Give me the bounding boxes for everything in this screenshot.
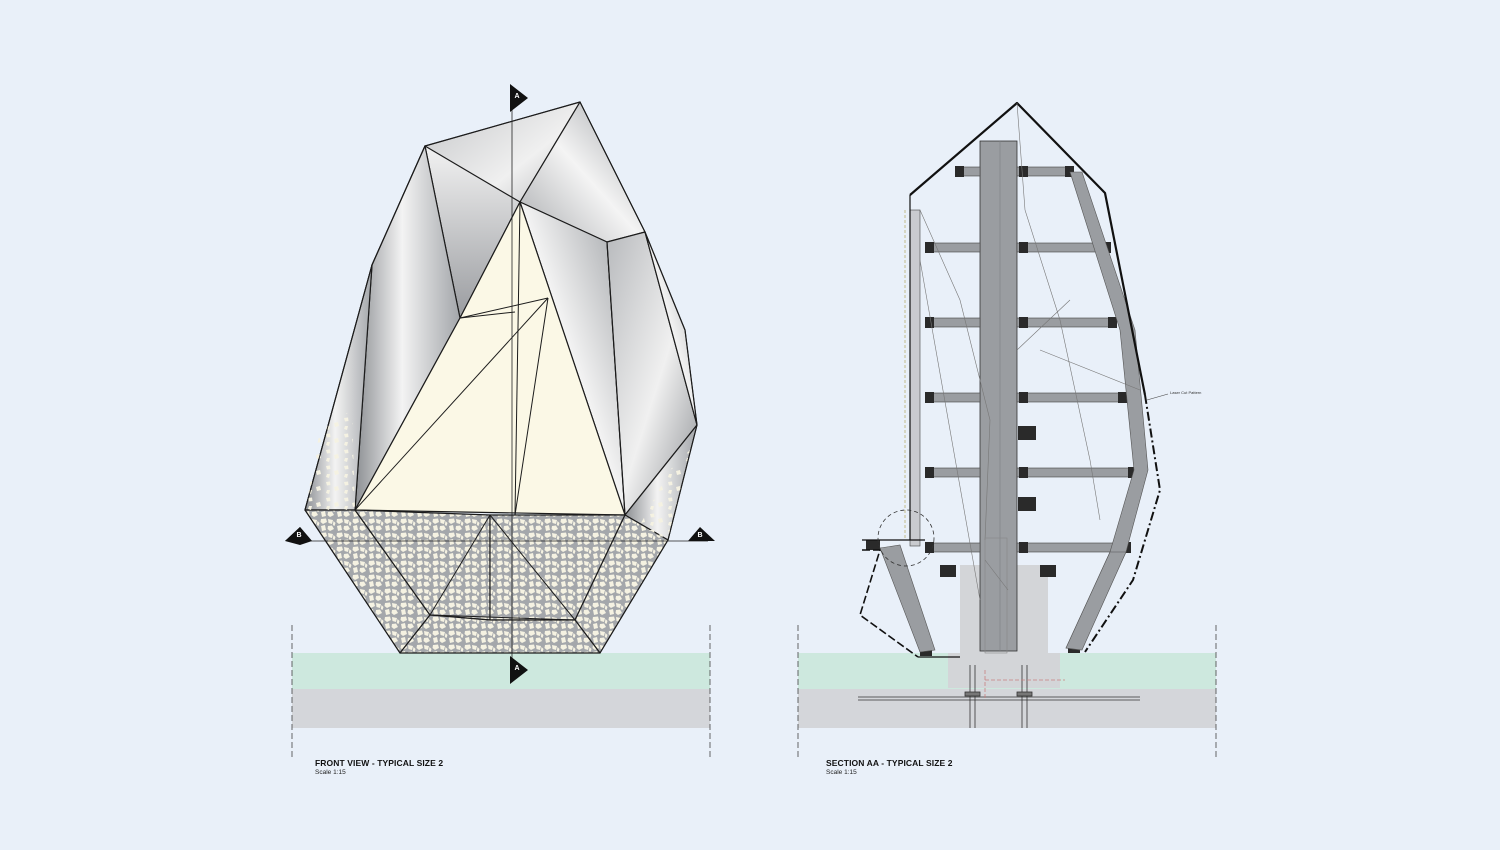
marker-b-right-label: B bbox=[697, 532, 703, 539]
left-strut bbox=[879, 544, 936, 653]
faceted-sculpture bbox=[304, 101, 698, 654]
front-ground-slab bbox=[292, 689, 710, 728]
central-column bbox=[979, 140, 1018, 652]
perforated-base-bottom bbox=[399, 614, 601, 654]
footing-lower bbox=[948, 653, 1060, 688]
facet-edges bbox=[304, 101, 698, 654]
tie-lines bbox=[919, 102, 1141, 654]
section-marker-b-left bbox=[285, 527, 312, 545]
front-view-title: FRONT VIEW - TYPICAL SIZE 2 bbox=[315, 758, 444, 768]
perforated-side-left bbox=[305, 410, 355, 510]
front-view bbox=[285, 84, 715, 757]
laser-cut-callout: Laser Cut Pattern bbox=[1170, 390, 1202, 395]
bottom-right-strut bbox=[1065, 551, 1127, 651]
outer-skin bbox=[859, 101, 1161, 658]
section-view-scale: Scale 1:15 bbox=[826, 769, 857, 776]
section-marker-a-top bbox=[510, 84, 528, 112]
marker-a-bottom-label: A bbox=[514, 665, 520, 672]
perforated-side-right bbox=[640, 450, 690, 540]
front-ground-grass bbox=[292, 653, 710, 689]
callout-leader bbox=[1146, 393, 1169, 401]
detail-circle bbox=[877, 509, 935, 567]
section-view bbox=[797, 101, 1217, 757]
section-marker-b-right bbox=[688, 527, 715, 541]
marker-b-left-label: B bbox=[296, 532, 302, 539]
anchor-bolts bbox=[858, 665, 1140, 728]
section-ground-slab bbox=[798, 689, 1216, 728]
marker-a-top-label: A bbox=[514, 93, 520, 100]
left-frame bbox=[909, 209, 921, 547]
horizontal-arms bbox=[929, 166, 1133, 553]
front-view-scale: Scale 1:15 bbox=[315, 769, 346, 776]
section-marker-a-bottom bbox=[510, 656, 528, 684]
section-view-title: SECTION AA - TYPICAL SIZE 2 bbox=[826, 758, 953, 768]
